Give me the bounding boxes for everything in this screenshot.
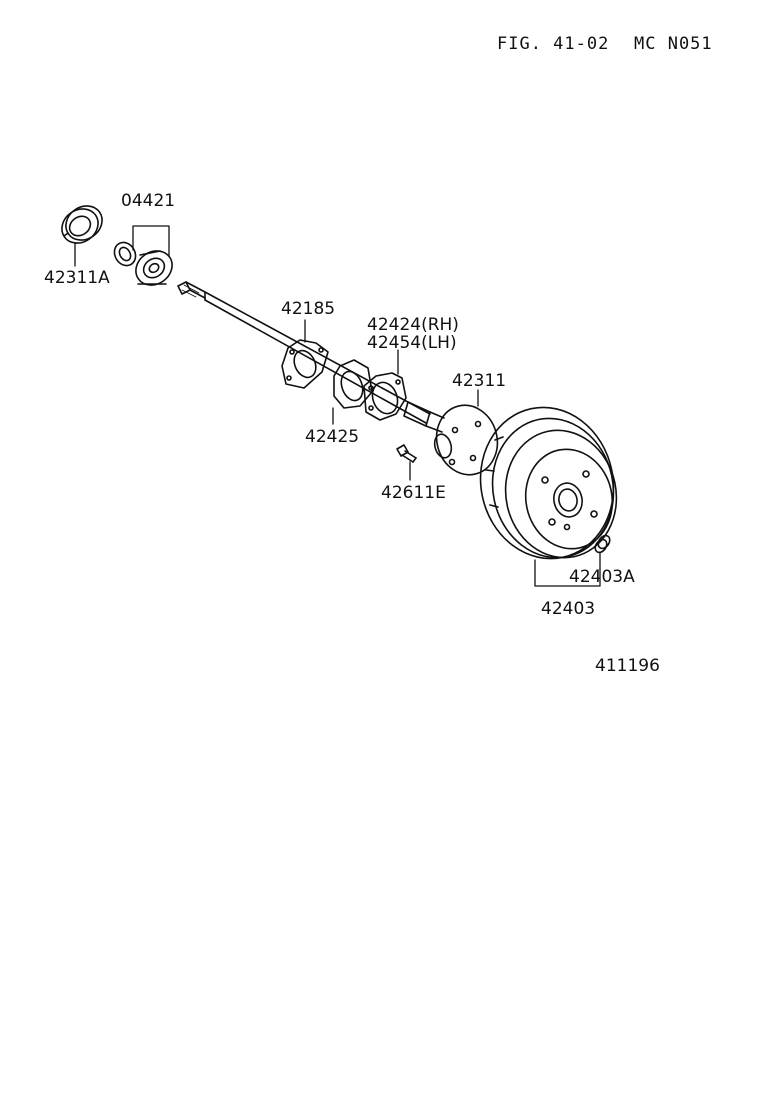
- bearing-04421: [113, 241, 173, 286]
- figure-number: FIG. 41-02: [497, 34, 610, 54]
- label-42311A: 42311A: [44, 268, 110, 288]
- reference-number: 411196: [595, 656, 660, 676]
- hole-plug-42403A: [594, 534, 611, 554]
- oil-seal-42311A: [61, 205, 103, 244]
- gasket-42425: [333, 359, 373, 409]
- leader-42403: [534, 559, 601, 587]
- model-code: MC N051: [634, 34, 713, 54]
- label-42403: 42403: [541, 599, 595, 619]
- bearing-retainer-42424: [363, 372, 407, 421]
- brake-drum-42403: [479, 406, 618, 560]
- leader-04421: [132, 225, 170, 257]
- label-42311: 42311: [452, 371, 506, 391]
- hub-bolt-42611E: [396, 444, 417, 463]
- label-42425: 42425: [305, 427, 359, 447]
- label-42611E: 42611E: [381, 483, 446, 503]
- label-04421: 04421: [121, 191, 175, 211]
- label-42185: 42185: [281, 299, 335, 319]
- label-42424: 42424(RH): [367, 315, 459, 335]
- label-42454: 42454(LH): [367, 333, 457, 353]
- label-42403A: 42403A: [569, 567, 635, 587]
